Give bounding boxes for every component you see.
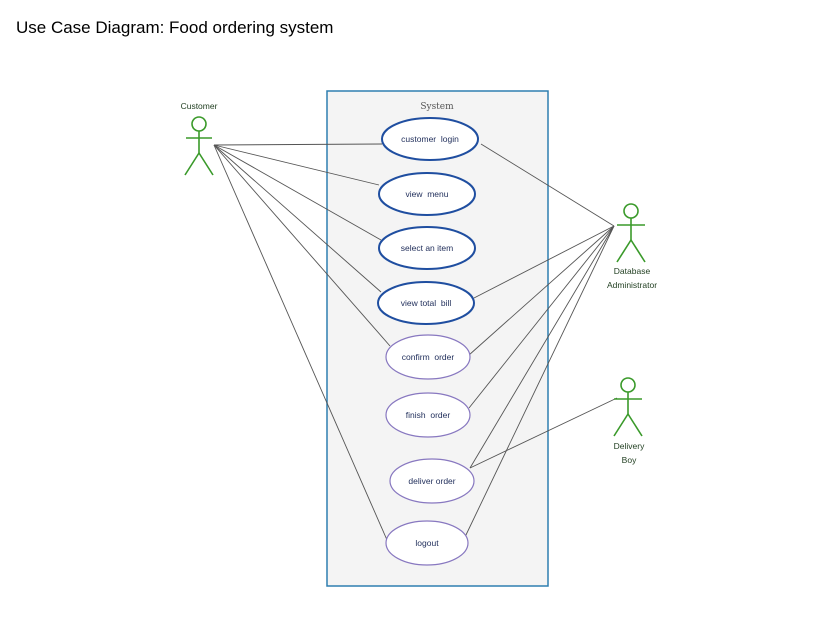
use-case-customer-login[interactable]: customer login [381,117,479,161]
use-case-select-item[interactable]: select an item [378,226,476,270]
use-case-ellipse [385,334,471,380]
association-dbadmin-customer-login [480,143,615,227]
use-case-label: deliver order [408,476,455,486]
use-case-logout[interactable]: logout [385,520,469,566]
association-customer-logout [213,144,388,541]
actor-dbadmin-label-line1: Database [614,266,651,276]
use-case-deliver-order[interactable]: deliver order [389,458,475,504]
use-case-ellipse [378,226,476,270]
use-case-ellipse [385,392,471,438]
actor-delivery-label-line1: Delivery [614,441,645,451]
association-dbadmin-confirm-order [468,225,615,356]
use-case-ellipse [385,520,469,566]
association-dbadmin-deliver-order [469,225,615,469]
use-case-label: view total bill [401,298,452,308]
system-label: System [420,102,454,112]
actor-delivery-boy[interactable]: Delivery Boy [613,377,645,465]
use-case-label: select an item [401,243,453,253]
use-case-ellipse [389,458,475,504]
association-customer-confirm-order [213,144,391,347]
association-customer-select-item [213,144,382,241]
use-case-view-menu[interactable]: view menu [378,172,476,216]
association-customer-customer-login [213,143,383,146]
actor-dbadmin-label-line2: Administrator [607,280,657,290]
page-title: Use Case Diagram: Food ordering system [16,18,334,37]
use-case-label: logout [415,538,439,548]
association-delivery-deliver-order [469,397,618,469]
use-case-ellipse [381,117,479,161]
actor-customer[interactable]: Customer [181,101,218,176]
stick-figure-icon [613,377,643,437]
association-dbadmin-finish-order [468,225,615,409]
use-case-label: customer login [401,134,459,144]
use-case-ellipse [377,281,475,325]
association-customer-view-menu [213,144,380,186]
association-lines [213,143,618,541]
use-case-view-total-bill[interactable]: view total bill [377,281,475,325]
actor-delivery-label-line2: Boy [622,455,637,465]
actor-database-administrator[interactable]: Database Administrator [607,203,657,290]
actor-customer-label: Customer [181,101,218,111]
use-case-confirm-order[interactable]: confirm order [385,334,471,380]
use-case-finish-order[interactable]: finish order [385,392,471,438]
use-case-label: view menu [406,189,449,199]
use-case-label: finish order [406,410,451,420]
association-customer-view-total-bill [213,144,382,293]
stick-figure-icon [616,203,646,263]
use-case-label: confirm order [402,352,455,362]
association-dbadmin-view-total-bill [473,225,615,299]
use-case-ellipse [378,172,476,216]
association-dbadmin-logout [464,225,615,538]
stick-figure-icon [184,116,214,176]
